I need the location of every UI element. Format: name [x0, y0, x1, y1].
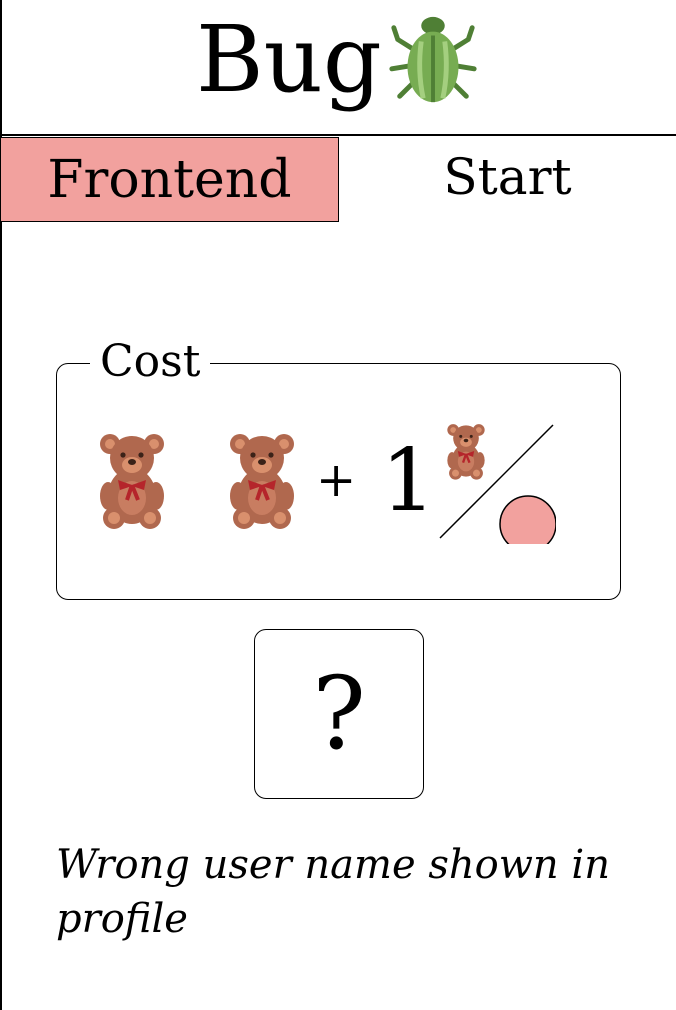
card-description: Wrong user name shown in profile [56, 842, 610, 942]
extra-cost-amount: 1 [381, 431, 436, 531]
per-unit-marker [439, 424, 556, 544]
beetle-icon [389, 16, 477, 103]
round-token-icon [499, 495, 556, 544]
slash-line [439, 424, 554, 539]
teddy-bear-icon [100, 434, 164, 529]
cost-panel [56, 363, 621, 600]
card-left-border [0, 0, 2, 1010]
header-divider [0, 134, 676, 136]
column-label: Start [443, 148, 572, 206]
cost-label: Cost [90, 340, 211, 384]
plus-sign: + [316, 452, 357, 508]
category-label: Frontend [47, 149, 292, 210]
hidden-value: ? [312, 655, 366, 772]
card-title: Bug [196, 6, 382, 113]
category-badge: Frontend [0, 137, 339, 222]
teddy-bear-icon [447, 424, 485, 480]
hidden-value-card: ? [254, 629, 424, 799]
teddy-bear-icon [230, 434, 294, 529]
card-header: Bug [0, 0, 676, 135]
